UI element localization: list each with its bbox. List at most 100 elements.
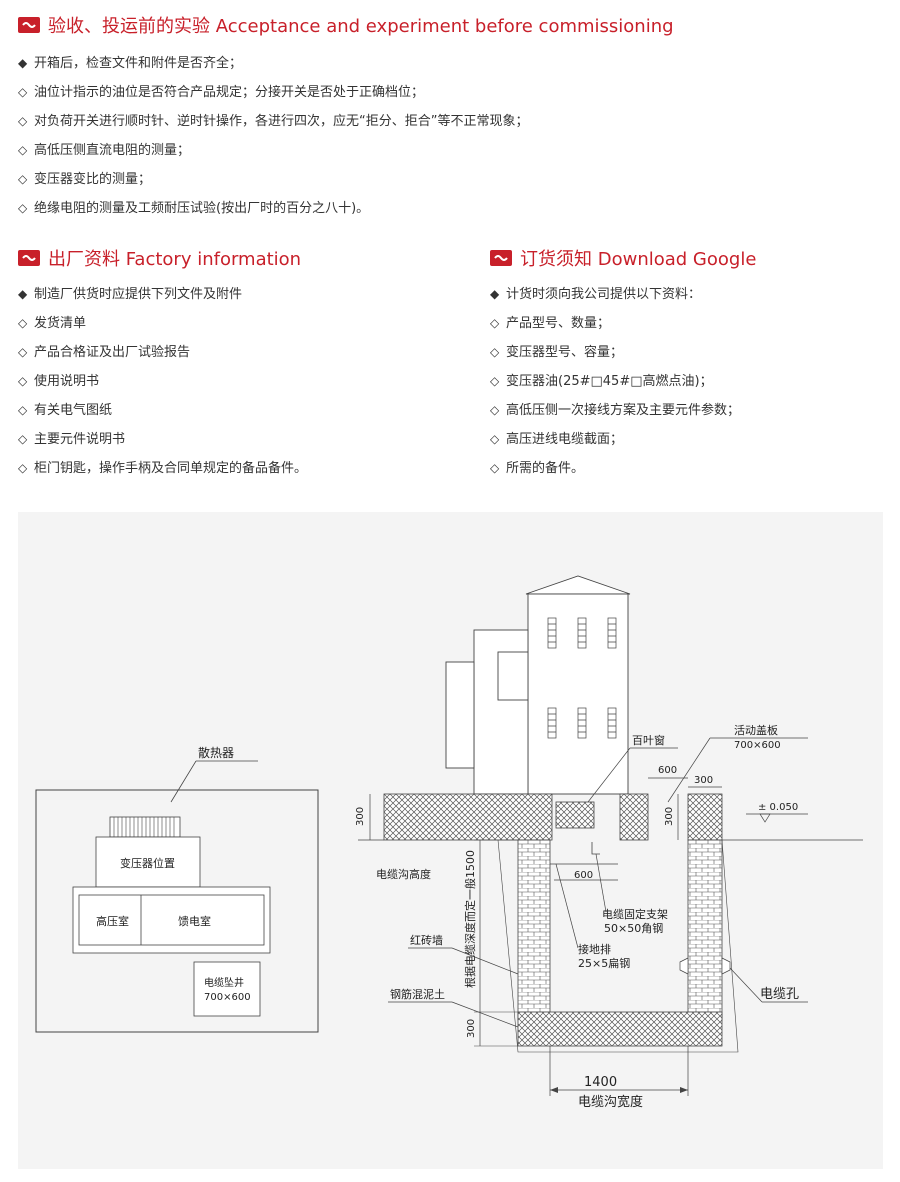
- ground-bar-label: 接地排: [578, 942, 611, 956]
- radiator-fins: [109, 816, 181, 838]
- hollow-diamond-icon: ◇: [18, 85, 28, 99]
- list-item-text: 绝缘电阻的测量及工频耐压试验(按出厂时的百分之八十)。: [34, 201, 370, 216]
- list-item: ◇ 使用说明书: [18, 367, 307, 396]
- width-dim: 1400: [584, 1075, 617, 1090]
- concrete-floor: [517, 1011, 723, 1047]
- hollow-diamond-icon: ◇: [18, 316, 28, 330]
- foundation-slab-right: [687, 793, 723, 841]
- list-item-text: 变压器型号、容量；: [506, 345, 624, 360]
- dim-600-mid: 600: [574, 870, 593, 881]
- cable-hole-right: [721, 957, 731, 975]
- concrete-label: 钢筋混泥土: [390, 987, 445, 1001]
- red-badge-icon: [490, 250, 512, 266]
- red-badge-icon: [18, 17, 40, 33]
- list-item-text: 高低压侧直流电阻的测量；: [34, 143, 191, 158]
- radiator-label: 散热器: [198, 745, 234, 760]
- hollow-diamond-icon: ◇: [18, 201, 28, 215]
- hollow-diamond-icon: ◇: [490, 316, 500, 330]
- dim-300-left: 300: [355, 807, 366, 826]
- cable-well: [193, 961, 261, 1017]
- list-item-text: 对负荷开关进行顺时针、逆时针操作，各进行四次，应无“拒分、拒合”等不正常现象；: [34, 114, 529, 129]
- bracket-spec: 50×50角钢: [604, 922, 663, 935]
- diagram-svg: 散热器 变压器位置 高压室 馈电室: [35, 575, 863, 1110]
- list-item: ◆ 开箱后，检查文件和附件是否齐全；: [18, 49, 528, 78]
- list-item: ◇变压器油(25#□45#□高燃点油)；: [490, 367, 740, 396]
- hollow-diamond-icon: ◇: [490, 403, 500, 417]
- filled-diamond-icon: ◆: [18, 56, 28, 70]
- section-title-text: 验收、投运前的实验 Acceptance and experiment befo…: [48, 16, 674, 37]
- brick-wall-right: [687, 839, 723, 1021]
- transformer-position: [95, 836, 201, 888]
- plan-outline: [35, 789, 319, 1033]
- cover-size: 700×600: [734, 740, 781, 751]
- filled-diamond-icon: ◆: [18, 287, 28, 301]
- list-item: ◇柜门钥匙，操作手柄及合同单规定的备品备件。: [18, 454, 307, 483]
- hollow-diamond-icon: ◇: [18, 114, 28, 128]
- louver: [555, 801, 595, 829]
- list-item: ◇变压器型号、容量；: [490, 338, 740, 367]
- trench-width-label: 电缆沟宽度: [578, 1094, 643, 1110]
- transformer-label: 变压器位置: [120, 856, 175, 870]
- list-item: ◇高低压侧一次接线方案及主要元件参数；: [490, 396, 740, 425]
- cover-label: 活动盖板: [734, 723, 778, 737]
- list-item: ◇主要元件说明书: [18, 425, 307, 454]
- foundation-slab-left: [383, 793, 553, 841]
- list-item-text: 油位计指示的油位是否符合产品规定；分接开关是否处于正确档位；: [34, 85, 425, 100]
- list-item-text: 计货时须向我公司提供以下资料：: [506, 287, 702, 302]
- section-title-text: 订货须知 Download Google: [520, 249, 757, 270]
- list-item-text: 产品型号、数量；: [506, 316, 611, 331]
- list-item-text: 有关电气图纸: [34, 403, 113, 418]
- feeder-room-label: 馈电室: [178, 914, 211, 928]
- factory-list: ◆ 制造厂供货时应提供下列文件及附件 ◇ 发货清单 ◇ 产品合格证及出厂试验报告 ◇ 使用说明…: [18, 280, 307, 483]
- list-item: ◇ 高低压侧直流电阻的测量；: [18, 136, 528, 165]
- trench-height-label: 电缆沟高度: [376, 867, 431, 881]
- list-item-text: 所需的备件。: [506, 461, 585, 476]
- hv-room-label: 高压室: [96, 914, 129, 928]
- section-title-factory: 出厂资料 Factory information: [18, 245, 301, 271]
- cable-well-size: 700×600: [204, 992, 251, 1003]
- level-label: ± 0.050: [758, 802, 798, 813]
- list-item-text: 制造厂供货时应提供下列文件及附件: [34, 287, 243, 302]
- list-item-text: 开箱后，检查文件和附件是否齐全；: [34, 56, 243, 71]
- list-item: ◇ 绝缘电阻的测量及工频耐压试验(按出厂时的百分之八十)。: [18, 194, 528, 223]
- list-item-text: 产品合格证及出厂试验报告: [34, 345, 191, 360]
- acceptance-list: ◆ 开箱后，检查文件和附件是否齐全； ◇ 油位计指示的油位是否符合产品规定；分接开关是…: [18, 49, 528, 223]
- section-view: 百叶窗 活动盖板 700×600 600 300 300 300 ± 0.050: [355, 575, 863, 1110]
- filled-diamond-icon: ◆: [490, 287, 500, 301]
- louver-label: 百叶窗: [632, 733, 665, 747]
- list-item: ◇ 产品型号、数量；: [490, 309, 740, 338]
- hollow-diamond-icon: ◇: [18, 403, 28, 417]
- section-title-text: 出厂资料 Factory information: [48, 249, 302, 270]
- depth-note: 根据电缆深度而定一般1500: [463, 850, 477, 988]
- cable-hole-label: 电缆孔: [760, 986, 799, 1002]
- hollow-diamond-icon: ◇: [18, 172, 28, 186]
- list-item: ◇ 所需的备件。: [490, 454, 740, 483]
- list-item-text: 变压器油(25#□45#□高燃点油)；: [506, 374, 713, 389]
- list-item: ◇ 产品合格证及出厂试验报告: [18, 338, 307, 367]
- list-item-text: 使用说明书: [34, 374, 100, 389]
- section-title-order: 订货须知 Download Google: [490, 245, 756, 271]
- list-item: ◇ 对负荷开关进行顺时针、逆时针操作，各进行四次，应无“拒分、拒合”等不正常现象；: [18, 107, 528, 136]
- hollow-diamond-icon: ◇: [18, 345, 28, 359]
- brick-wall-label: 红砖墙: [410, 933, 443, 947]
- list-item: ◇变压器变比的测量；: [18, 165, 528, 194]
- section-title-acceptance: 验收、投运前的实验 Acceptance and experiment befo…: [18, 12, 674, 38]
- foundation-slab-mid: [619, 793, 649, 841]
- hollow-diamond-icon: ◇: [490, 461, 500, 475]
- brick-wall-left: [517, 839, 551, 1021]
- cable-hole-left: [679, 957, 689, 975]
- cable-well-label: 电缆坠井: [204, 976, 244, 989]
- dim-300-bottom: 300: [466, 1019, 477, 1038]
- hollow-diamond-icon: ◇: [18, 374, 28, 388]
- dim-300-top: 300: [694, 775, 713, 786]
- ground-bar-spec: 25×5扁钢: [578, 957, 630, 970]
- hollow-diamond-icon: ◇: [18, 143, 28, 157]
- installation-diagram: 散热器 变压器位置 高压室 馈电室: [18, 512, 883, 1169]
- list-item-text: 主要元件说明书: [34, 432, 126, 447]
- list-item-text: 发货清单: [34, 316, 87, 331]
- list-item: ◇ 油位计指示的油位是否符合产品规定；分接开关是否处于正确档位；: [18, 78, 528, 107]
- housing-roof: [525, 575, 631, 595]
- order-list: ◆计货时须向我公司提供以下资料：◇产品型号、数量；◇变压器型号、容量；◇变压器油…: [490, 280, 740, 483]
- hollow-diamond-icon: ◇: [18, 461, 28, 475]
- plan-view: 散热器 变压器位置 高压室 馈电室: [35, 745, 319, 1033]
